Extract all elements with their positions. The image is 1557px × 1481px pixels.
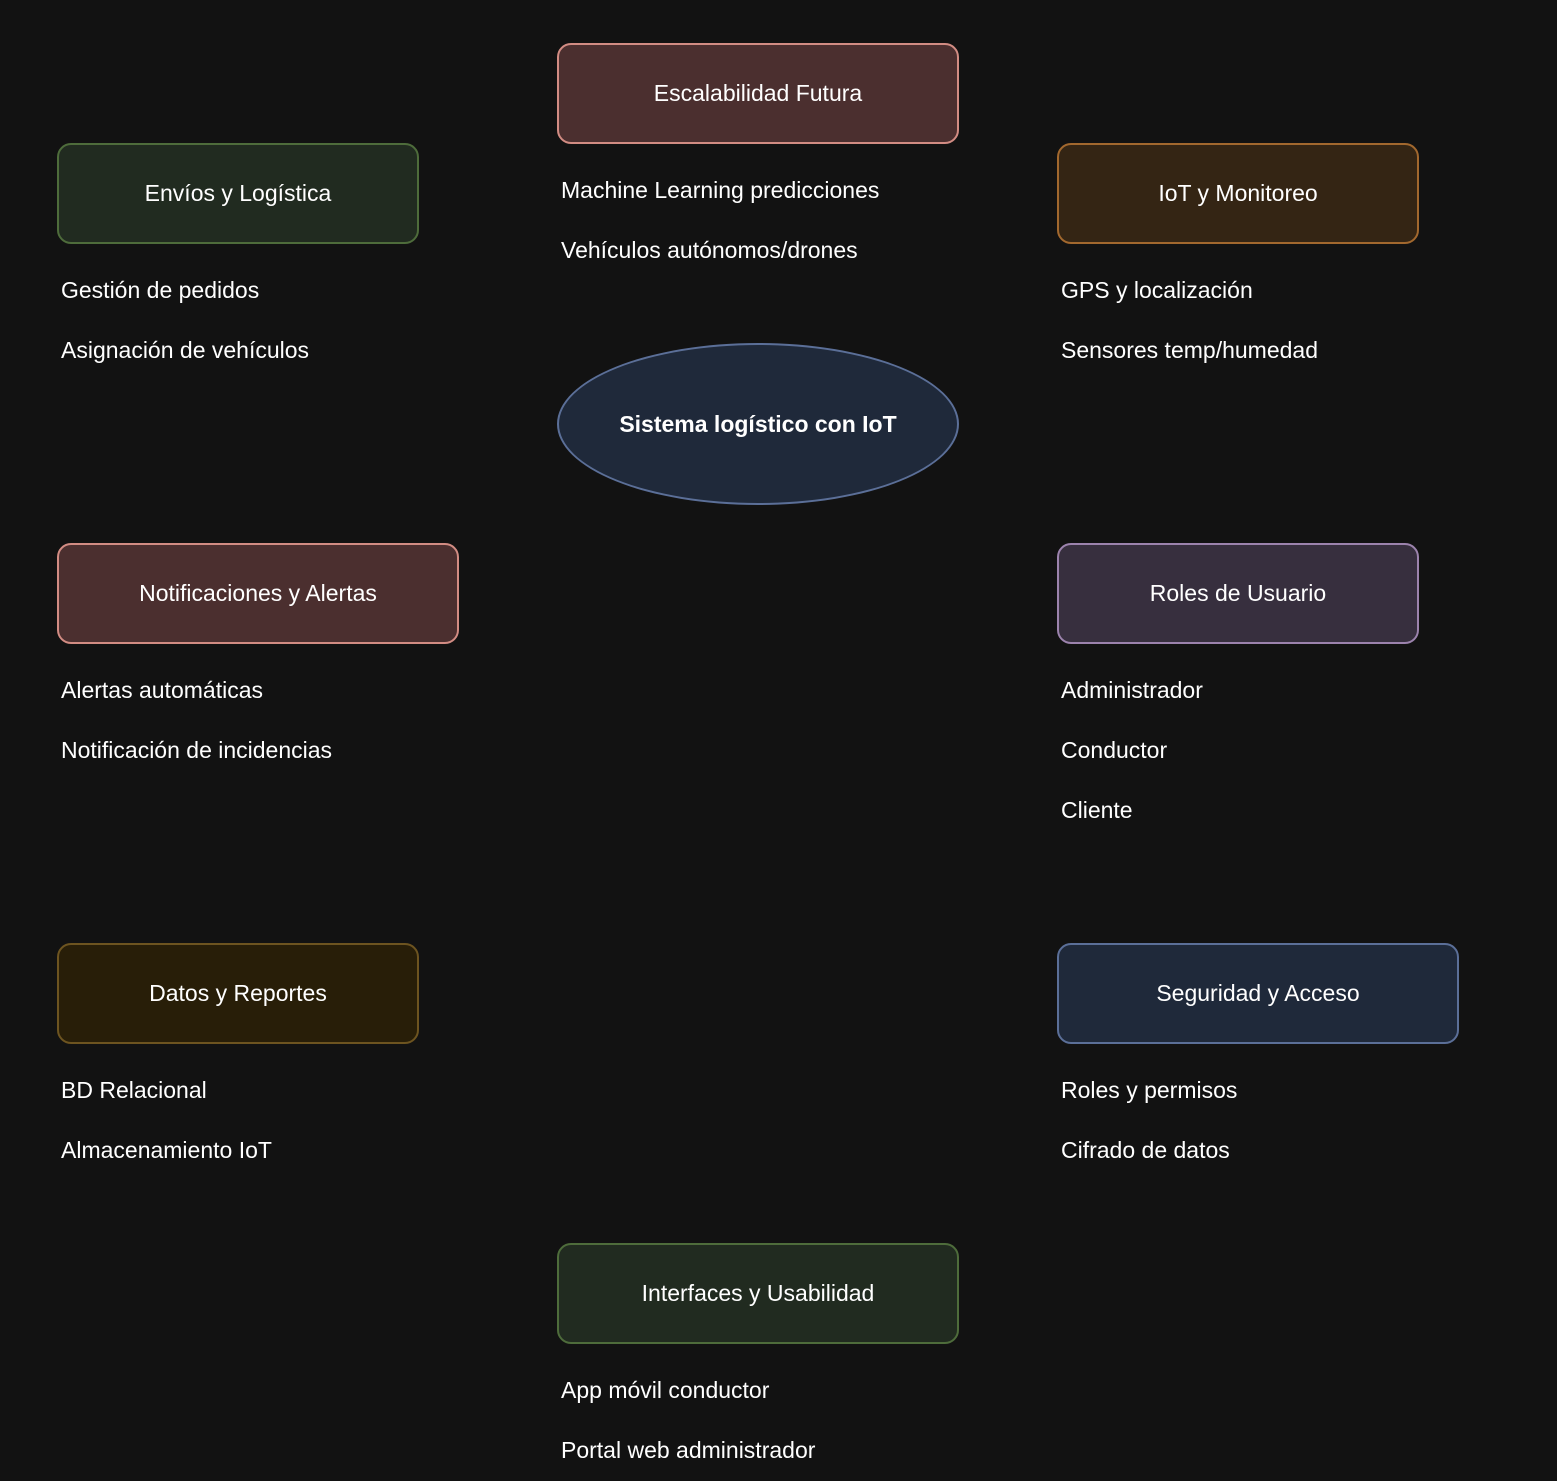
seguridad-item-roles: Roles y permisos: [1061, 1077, 1238, 1103]
roles-item-cliente: Cliente: [1061, 797, 1133, 823]
node-notificaciones-alertas: Notificaciones y Alertas: [57, 543, 459, 644]
escalabilidad-item-ml: Machine Learning predicciones: [561, 177, 880, 203]
node-title: Datos y Reportes: [149, 980, 327, 1006]
notificaciones-item-alertas: Alertas automáticas: [61, 677, 263, 703]
iot-item-sensores: Sensores temp/humedad: [1061, 337, 1318, 363]
escalabilidad-item-vehiculos: Vehículos autónomos/drones: [561, 237, 858, 263]
node-title: Envíos y Logística: [144, 180, 332, 206]
seguridad-item-cifrado: Cifrado de datos: [1061, 1137, 1230, 1163]
interfaces-item-app: App móvil conductor: [561, 1377, 770, 1403]
roles-item-administrador: Administrador: [1061, 677, 1203, 703]
central-node-label: Sistema logístico con IoT: [619, 410, 897, 437]
node-envios-logistica: Envíos y Logística: [57, 143, 419, 244]
datos-item-bd: BD Relacional: [61, 1077, 207, 1103]
datos-item-almacenamiento: Almacenamiento IoT: [61, 1137, 272, 1163]
node-title: Seguridad y Acceso: [1156, 980, 1360, 1006]
node-seguridad-acceso: Seguridad y Acceso: [1057, 943, 1459, 1044]
node-title: Roles de Usuario: [1149, 580, 1327, 606]
central-node: Sistema logístico con IoT: [557, 343, 959, 505]
node-title: IoT y Monitoreo: [1158, 180, 1318, 206]
roles-item-conductor: Conductor: [1061, 737, 1168, 763]
envios-item-pedidos: Gestión de pedidos: [61, 277, 260, 303]
node-title: Escalabilidad Futura: [653, 80, 863, 106]
iot-item-gps: GPS y localización: [1061, 277, 1253, 303]
node-title: Interfaces y Usabilidad: [641, 1280, 875, 1306]
node-interfaces-usabilidad: Interfaces y Usabilidad: [557, 1243, 959, 1344]
interfaces-item-portal: Portal web administrador: [561, 1437, 816, 1463]
node-iot-monitoreo: IoT y Monitoreo: [1057, 143, 1419, 244]
node-escalabilidad-futura: Escalabilidad Futura: [557, 43, 959, 144]
node-title: Notificaciones y Alertas: [139, 580, 377, 606]
node-datos-reportes: Datos y Reportes: [57, 943, 419, 1044]
node-roles-usuario: Roles de Usuario: [1057, 543, 1419, 644]
envios-item-vehiculos: Asignación de vehículos: [61, 337, 310, 363]
notificaciones-item-incidencias: Notificación de incidencias: [61, 737, 333, 763]
